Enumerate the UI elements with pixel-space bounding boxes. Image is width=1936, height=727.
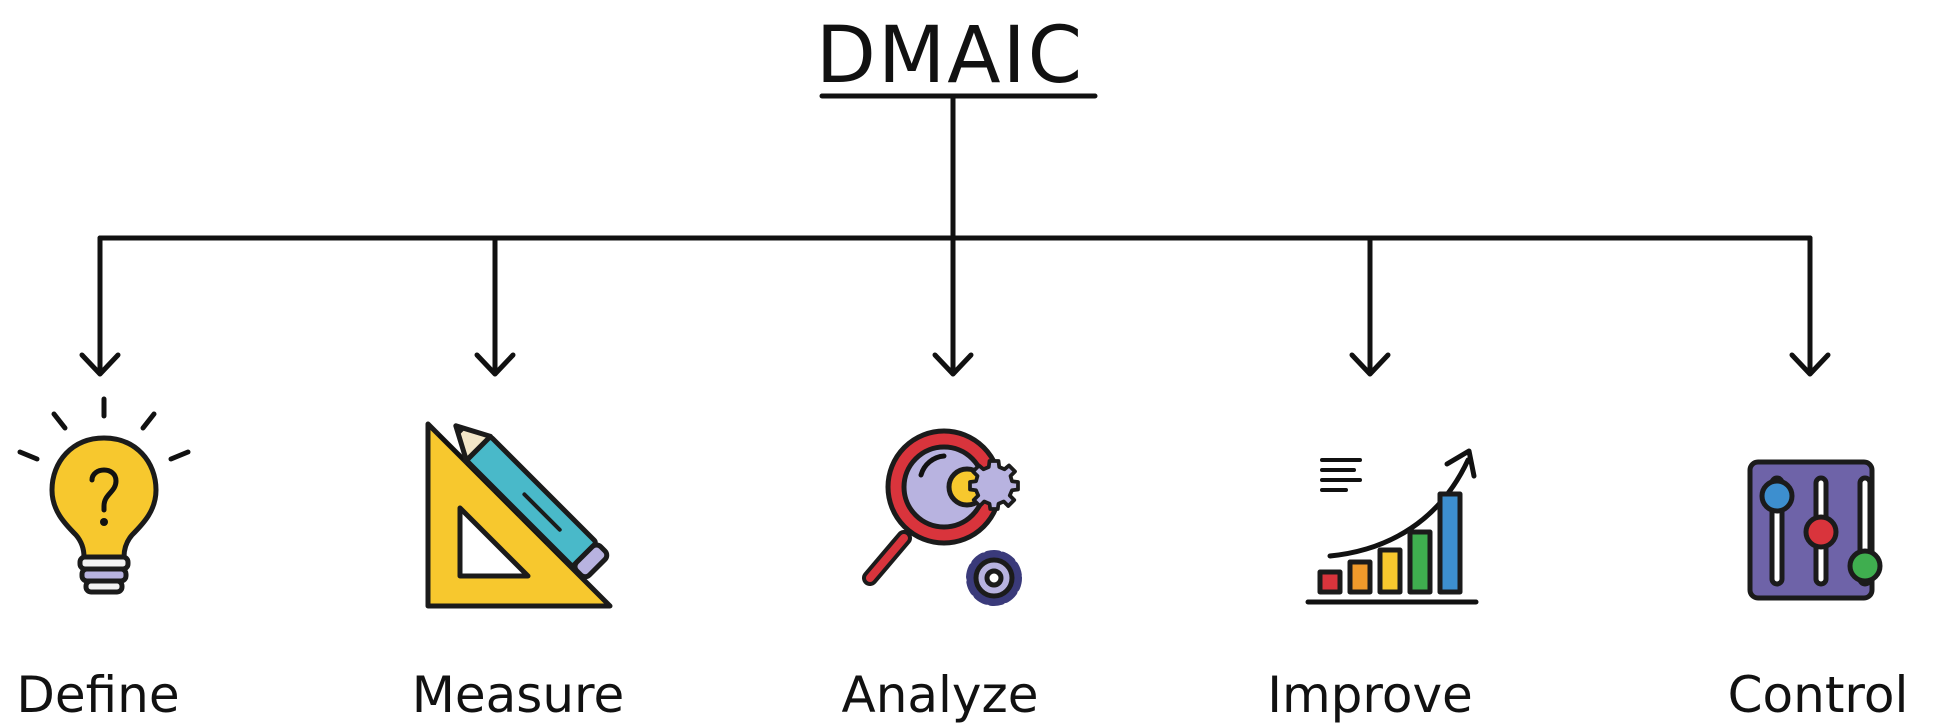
step-label-analyze: Analyze bbox=[841, 666, 1038, 724]
lightbulb-question-icon bbox=[17, 396, 191, 595]
control-sliders-icon bbox=[1747, 459, 1883, 601]
diagram-title: DMAIC bbox=[816, 11, 1084, 101]
step-label-define: Define bbox=[16, 666, 179, 724]
connector-tree bbox=[79, 93, 1831, 377]
magnifier-gears-icon bbox=[862, 428, 1022, 606]
ruler-triangle-pencil-icon bbox=[425, 421, 613, 609]
growth-bar-chart-icon bbox=[1305, 448, 1479, 605]
step-label-improve: Improve bbox=[1267, 666, 1473, 724]
step-label-control: Control bbox=[1728, 666, 1909, 724]
step-label-measure: Measure bbox=[412, 666, 625, 724]
